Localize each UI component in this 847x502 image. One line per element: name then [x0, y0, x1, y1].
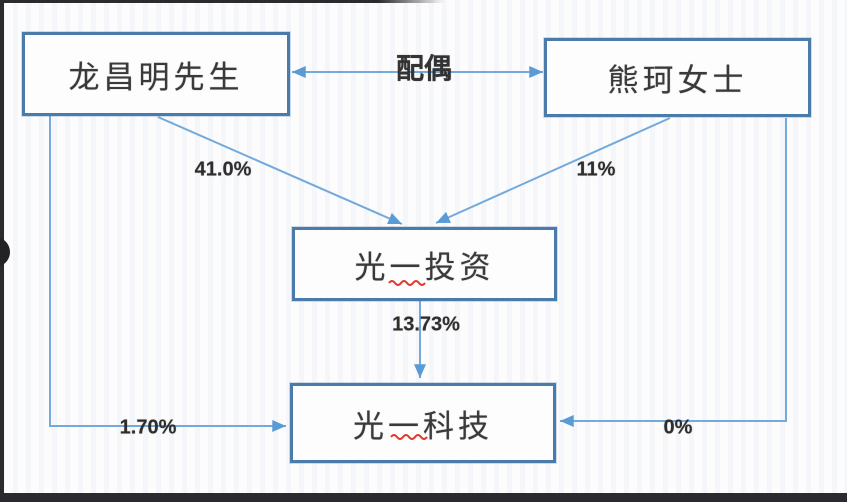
prev-button-partial[interactable] [0, 237, 10, 267]
node-person1: 龙昌明先生 [22, 32, 290, 116]
screen-edge-top [0, 0, 445, 3]
edge-person1-to-holding-line [157, 116, 403, 225]
edge-person2-to-holding-line [435, 117, 671, 224]
node-holding: 光一投资 [292, 227, 557, 301]
node-holding-label: 光一投资 [354, 249, 495, 285]
edge-label-spouse: 配偶 [395, 53, 453, 84]
edge-label-holding-to-listed: 13.73% [392, 313, 460, 336]
edge-label-person2-to-listed: 0% [663, 416, 693, 439]
node-listed: 光一科技 [290, 383, 556, 463]
node-person1-label: 龙昌明先生 [68, 59, 244, 95]
edge-label-person1-to-holding: 41.0% [194, 158, 252, 181]
spellcheck-squiggle-holding [388, 280, 426, 286]
screen-edge-bottom [0, 493, 847, 502]
edge-label-person2-to-holding: 11% [576, 158, 616, 181]
edge-person2-to-listed-line [560, 118, 787, 427]
edge-person1-to-listed-line [49, 116, 287, 432]
edge-label-person1-to-listed: 1.70% [119, 416, 177, 439]
spellcheck-squiggle-listed [390, 434, 428, 440]
node-person2: 熊珂女士 [544, 38, 811, 117]
node-person2-label: 熊珂女士 [607, 63, 748, 98]
